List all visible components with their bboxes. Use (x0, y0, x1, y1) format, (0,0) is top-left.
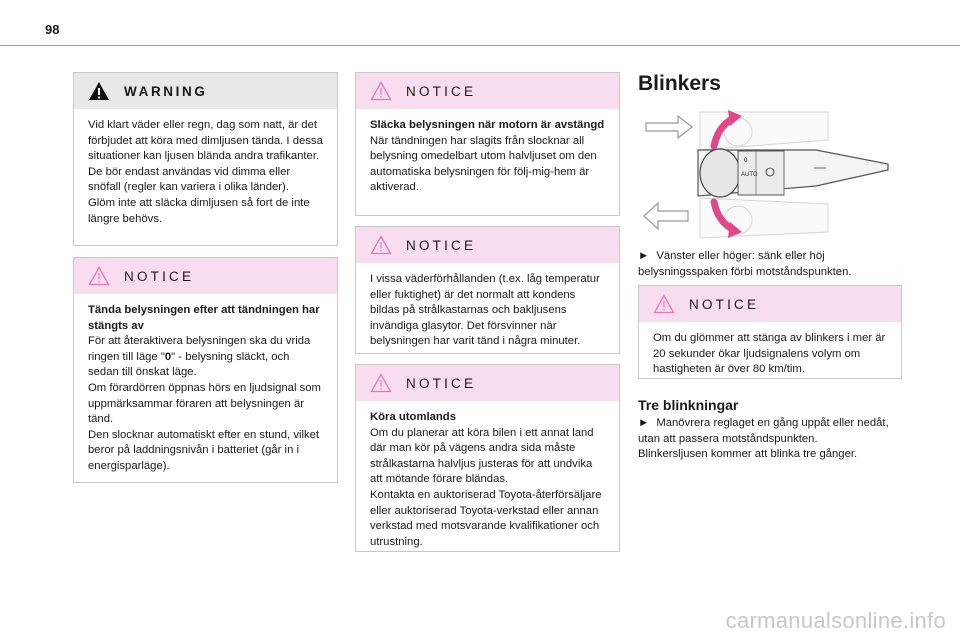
notice-triangle-icon (370, 373, 392, 393)
notice-header: NOTICE (74, 258, 337, 294)
notice-paragraph: För att återaktivera belysningen ska du … (88, 335, 311, 379)
notice-body: Köra utomlands Om du planerar att köra b… (356, 401, 619, 558)
warning-box: WARNING Vid klart väder eller regn, dag … (73, 72, 338, 246)
notice-label: NOTICE (406, 83, 477, 99)
warning-label: WARNING (124, 83, 208, 99)
notice-title: Tända belysningen efter att tändningen h… (88, 304, 320, 332)
notice-paragraph: Den slocknar automatiskt efter en stund,… (88, 428, 320, 472)
notice-header: NOTICE (356, 227, 619, 263)
notice-box-engine-off: NOTICE Släcka belysningen när motorn är … (355, 72, 620, 216)
auto-label: AUTO (741, 172, 758, 178)
subsection-title-three-blinks: Tre blinkningar (638, 397, 739, 413)
notice-label: NOTICE (124, 268, 195, 284)
notice-box-abroad: NOTICE Köra utomlands Om du planerar att… (355, 364, 620, 552)
blinkers-instruction: ► Vänster eller höger: sänk eller höj be… (638, 250, 852, 278)
notice-paragraph: I vissa väderförhållanden (t.ex. låg tem… (370, 273, 600, 348)
notice-box-condensation: NOTICE I vissa väderförhållanden (t.ex. … (355, 226, 620, 354)
notice-triangle-icon (653, 294, 675, 314)
zero-label: 0 (744, 158, 748, 164)
notice-triangle-icon (370, 81, 392, 101)
notice-triangle-icon (88, 266, 110, 286)
notice-paragraph: Om du glömmer att stänga av blinkers i m… (653, 332, 886, 376)
warning-triangle-icon (88, 81, 110, 101)
notice-body: I vissa väderförhållanden (t.ex. låg tem… (356, 263, 619, 358)
notice-paragraph: När tändningen har slagits från slocknar… (370, 134, 597, 194)
notice-paragraph: Om du planerar att köra bilen i ett anna… (370, 426, 594, 486)
notice-header: NOTICE (639, 286, 901, 322)
warning-body: Vid klart väder eller regn, dag som natt… (74, 109, 337, 235)
notice-header: NOTICE (356, 365, 619, 401)
warning-paragraph: Vid klart väder eller regn, dag som natt… (88, 119, 323, 194)
notice-label: NOTICE (406, 375, 477, 391)
bullet-arrow-icon: ► (638, 417, 650, 429)
notice-body: Tända belysningen efter att tändningen h… (74, 294, 337, 483)
page-number: 98 (45, 22, 60, 37)
notice-box-ignition: NOTICE Tända belysningen efter att tändn… (73, 257, 338, 483)
notice-box-blinkers: NOTICE Om du glömmer att stänga av blink… (638, 285, 902, 379)
notice-title: Köra utomlands (370, 411, 456, 423)
notice-header: NOTICE (356, 73, 619, 109)
section-title-blinkers: Blinkers (638, 72, 721, 95)
notice-paragraph: Om förardörren öppnas hörs en ljudsignal… (88, 381, 321, 426)
watermark: carmanualsonline.info (725, 608, 946, 633)
notice-title: Släcka belysningen när motorn är avstäng… (370, 119, 605, 131)
three-blinks-result: Blinkersljusen kommer att blinka tre gån… (638, 448, 858, 461)
notice-body: Släcka belysningen när motorn är avstäng… (356, 109, 619, 204)
notice-label: NOTICE (406, 237, 477, 253)
notice-paragraph: Kontakta en auktoriserad Toyota-återförs… (370, 488, 602, 548)
blinker-stalk-illustration: AUTO 0 (638, 106, 900, 244)
header-rule (0, 45, 960, 46)
notice-body: Om du glömmer att stänga av blinkers i m… (639, 322, 901, 386)
warning-paragraph: Glöm inte att släcka dimljusen så fort d… (88, 196, 310, 225)
warning-header: WARNING (74, 73, 337, 109)
bullet-arrow-icon: ► (638, 250, 650, 262)
notice-triangle-icon (370, 235, 392, 255)
three-blinks-instruction: ► Manövrera reglaget en gång uppåt eller… (638, 417, 889, 461)
notice-label: NOTICE (689, 296, 760, 312)
